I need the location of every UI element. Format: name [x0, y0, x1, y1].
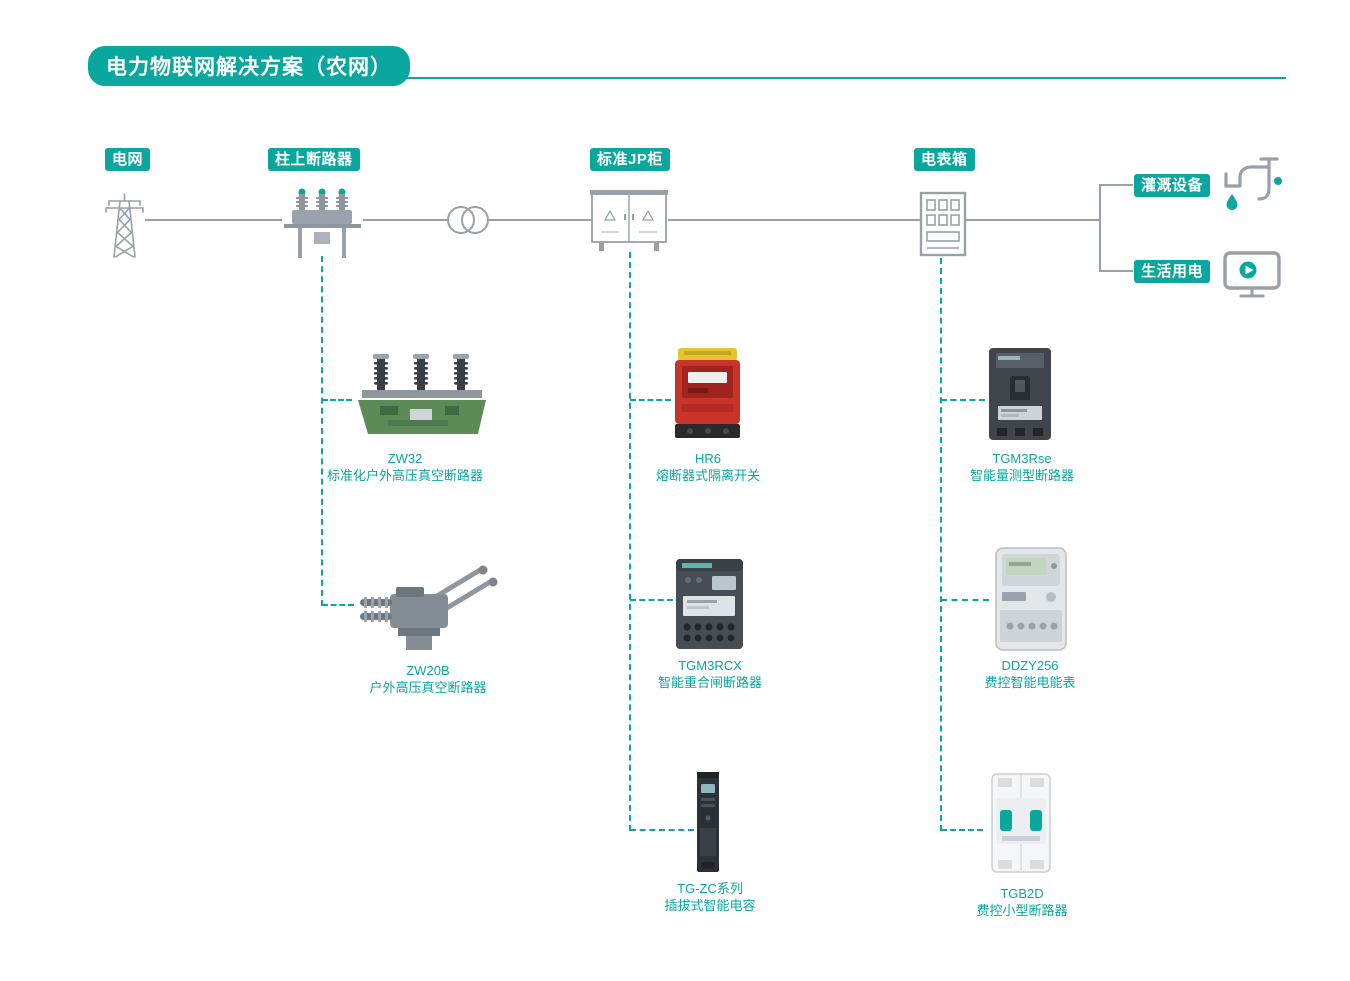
tg-zc-product-image	[694, 770, 722, 879]
product-model-zw32: ZW32	[387, 451, 423, 466]
connector-branch-irrigation	[1099, 184, 1133, 186]
product-desc-tgm3rcx: 智能重合闸断路器	[657, 675, 762, 690]
caption-tg-zc: TG-ZC系列 插拔式智能电容	[600, 880, 820, 914]
connector-pole-transformer	[363, 219, 447, 221]
pole-breaker-label: 柱上断路器	[268, 148, 360, 171]
page-title: 电力物联网解决方案（农网）	[88, 46, 410, 86]
hr6-product-image	[670, 346, 745, 447]
dashed-meter-ddzy256	[941, 599, 989, 601]
product-model-zw20b: ZW20B	[406, 663, 450, 678]
dashed-pole-zw32	[322, 399, 352, 401]
zw32-product-image	[350, 348, 495, 449]
product-desc-tgm3rse: 智能量测型断路器	[969, 468, 1074, 483]
transformer-icon	[445, 204, 491, 241]
irrigation-faucet-icon	[1212, 152, 1292, 219]
grid-label: 电网	[105, 148, 151, 171]
product-model-hr6: HR6	[694, 451, 721, 466]
connector-jp-meter	[668, 219, 920, 221]
ddzy256-product-image	[988, 546, 1073, 659]
jp-cabinet-label: 标准JP柜	[590, 148, 670, 171]
caption-zw32: ZW32 标准化户外高压真空断路器	[295, 450, 515, 484]
jp-cabinet-icon	[589, 188, 669, 259]
caption-hr6: HR6 熔断器式隔离开关	[598, 450, 818, 484]
product-model-tgb2d: TGB2D	[1000, 886, 1044, 901]
product-desc-tg-zc: 插拔式智能电容	[664, 898, 756, 913]
connector-transformer-jp	[489, 219, 592, 221]
connector-grid-pole	[145, 219, 282, 221]
title-underline	[96, 77, 1286, 79]
product-desc-tgb2d: 费控小型断路器	[976, 903, 1068, 918]
dashed-jp-tgzc	[630, 829, 694, 831]
product-model-tg-zc: TG-ZC系列	[677, 881, 743, 896]
pole-mounted-breaker-icon	[280, 186, 365, 263]
product-model-tgm3rse: TGM3Rse	[992, 451, 1052, 466]
product-model-tgm3rcx: TGM3RCX	[678, 658, 742, 673]
tgb2d-product-image	[982, 768, 1060, 883]
caption-tgm3rcx: TGM3RCX 智能重合闸断路器	[600, 657, 820, 691]
caption-ddzy256: DDZY256 费控智能电能表	[920, 657, 1140, 691]
irrigation-label: 灌溉设备	[1134, 174, 1211, 197]
connector-split-vertical	[1099, 184, 1101, 272]
caption-tgb2d: TGB2D 费控小型断路器	[912, 885, 1132, 919]
product-desc-ddzy256: 费控智能电能表	[984, 675, 1076, 690]
meter-box-icon	[918, 190, 968, 263]
dashed-meter-column	[940, 258, 942, 831]
product-desc-hr6: 熔断器式隔离开关	[655, 468, 760, 483]
domestic-power-label: 生活用电	[1134, 260, 1211, 283]
zw20b-product-image	[352, 562, 502, 659]
dashed-meter-tgb2d	[941, 829, 983, 831]
dashed-pole-zw20b	[322, 604, 354, 606]
caption-zw20b: ZW20B 户外高压真空断路器	[318, 662, 538, 696]
dashed-jp-hr6	[630, 399, 671, 401]
connector-meter-split	[966, 219, 1100, 221]
caption-tgm3rse: TGM3Rse 智能量测型断路器	[912, 450, 1132, 484]
product-desc-zw32: 标准化户外高压真空断路器	[326, 468, 483, 483]
computer-monitor-icon	[1222, 250, 1284, 307]
product-model-ddzy256: DDZY256	[1001, 658, 1059, 673]
dashed-meter-tgm3rse	[941, 399, 985, 401]
tgm3rse-product-image	[984, 346, 1056, 447]
dashed-pole-column	[321, 256, 323, 606]
meter-box-label: 电表箱	[914, 148, 975, 171]
transmission-tower-icon	[102, 191, 147, 264]
product-desc-zw20b: 户外高压真空断路器	[369, 680, 487, 695]
connector-branch-domestic	[1099, 270, 1133, 272]
tgm3rcx-product-image	[672, 556, 747, 657]
dashed-jp-tgm3rcx	[630, 599, 673, 601]
dashed-jp-column	[629, 252, 631, 831]
